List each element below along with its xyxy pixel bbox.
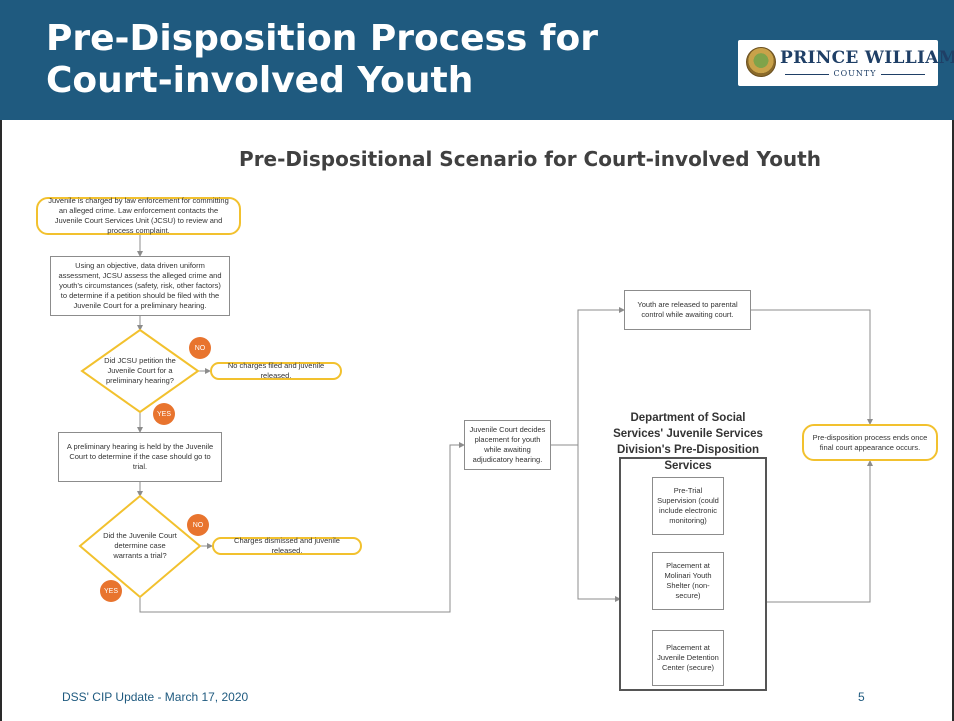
hearing-node: A preliminary hearing is held by the Juv… — [58, 432, 222, 482]
no-charges-node: No charges filed and juvenile released. — [210, 361, 342, 380]
no-badge-2: NO — [187, 514, 209, 536]
decision2-diamond — [78, 494, 202, 599]
detention-node: Placement at Juvenile Detention Center (… — [652, 630, 724, 686]
arrow-decision2-yes — [139, 442, 465, 613]
assess-node: Using an objective, data driven uniform … — [50, 256, 230, 316]
yes-badge-1: YES — [153, 403, 175, 425]
arrow-to-parental — [551, 307, 625, 446]
court-decides-node: Juvenile Court decides placement for you… — [464, 420, 551, 470]
arrow-parental-end — [751, 309, 873, 425]
decision2-text: Did the Juvenile Court determine case wa… — [103, 531, 177, 560]
dismissed-node: Charges dismissed and juvenile released. — [212, 536, 362, 555]
decision1-diamond — [80, 328, 200, 414]
page-number: 5 — [858, 690, 865, 704]
logo-name: PRINCE WILLIAM — [780, 48, 954, 68]
county-logo: PRINCE WILLIAM COUNTY — [738, 40, 954, 86]
frame-left — [0, 120, 2, 721]
page-title: Pre-Disposition Process for Court-involv… — [46, 18, 599, 101]
arrow-dss-end — [766, 460, 873, 603]
title-bar: Pre-Disposition Process for Court-involv… — [0, 0, 954, 120]
arrow-to-dss — [577, 445, 621, 602]
logo-sub: COUNTY — [780, 69, 930, 78]
end-node: Pre-disposition process ends once final … — [802, 424, 938, 461]
decision1-text: Did JCSU petition the Juvenile Court for… — [104, 356, 176, 385]
county-seal-icon — [746, 47, 776, 77]
no-badge-1: NO — [189, 337, 211, 359]
start-node: Juvenile is charged by law enforcement f… — [36, 196, 241, 235]
diagram-title: Pre-Dispositional Scenario for Court-inv… — [239, 147, 821, 171]
dss-title: Department of Social Services' Juvenile … — [613, 412, 763, 472]
footer-text: DSS' CIP Update - March 17, 2020 — [62, 690, 249, 704]
frame-right — [952, 120, 954, 721]
pretrial-node: Pre-Trial Supervision (could include ele… — [652, 477, 724, 535]
yes-badge-2: YES — [100, 580, 122, 602]
parental-node: Youth are released to parental control w… — [624, 290, 751, 330]
molinari-node: Placement at Molinari Youth Shelter (non… — [652, 552, 724, 610]
